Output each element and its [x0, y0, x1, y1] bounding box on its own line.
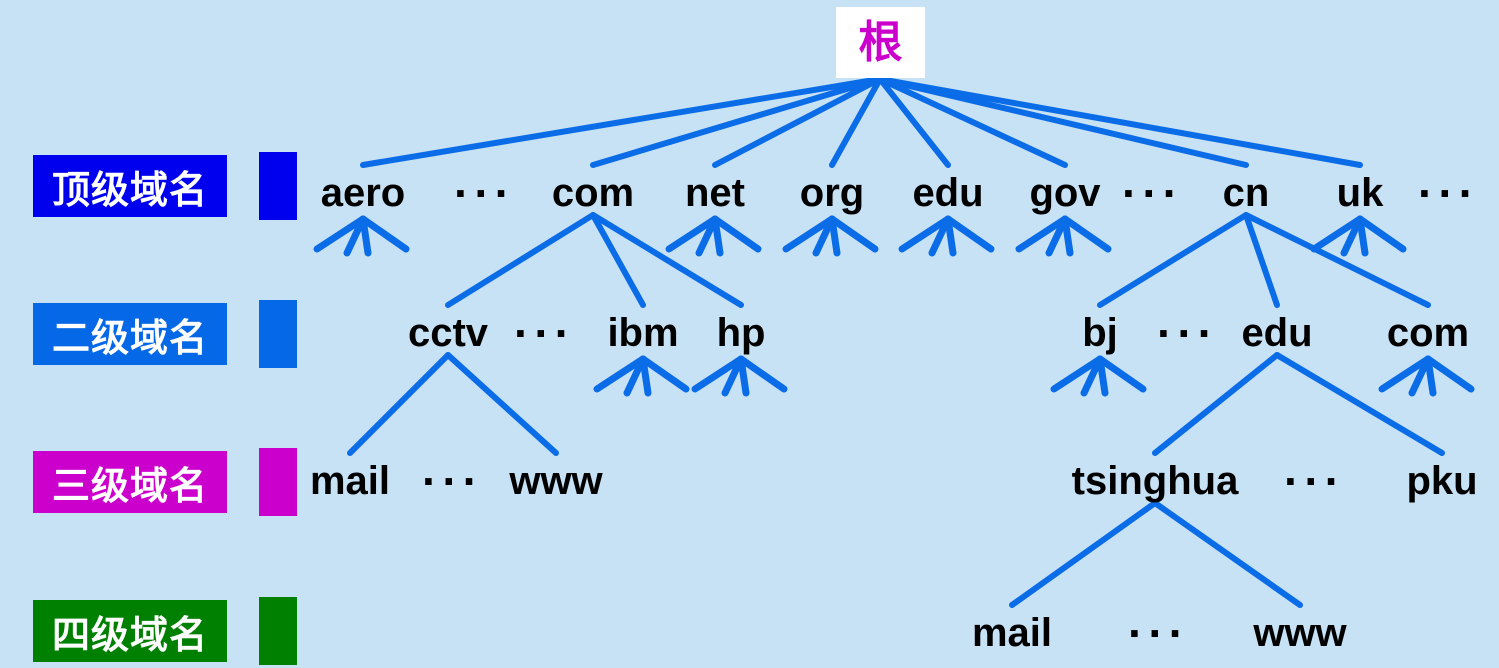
- edge-com-cctv: [445, 212, 596, 308]
- tree-node-cn-edu: edu: [1241, 311, 1313, 355]
- edge-cn-cn-com: [1243, 212, 1431, 308]
- subtree-fan-org: [782, 215, 836, 253]
- tree-node-tsinghua-www: www: [1253, 611, 1347, 655]
- tree-node-ibm: ibm: [607, 311, 679, 355]
- tree-node-ellipsis: ···: [514, 307, 575, 359]
- subtree-fan-uk: [1356, 215, 1369, 257]
- edge-cn-bj: [1097, 212, 1249, 308]
- edge-tsinghua-tsinghua-www: [1152, 500, 1303, 608]
- tree-node-net: net: [685, 171, 745, 215]
- legend-box-level2: 二级域名: [33, 303, 227, 365]
- subtree-fan-net: [711, 215, 724, 257]
- tree-node-cn: cn: [1222, 171, 1270, 215]
- edge-root-net: [712, 76, 883, 168]
- legend-box-level1: 顶级域名: [33, 155, 227, 217]
- tree-node-tsinghua-mail: mail: [971, 611, 1053, 655]
- edge-root-edu: [877, 76, 951, 168]
- subtree-fan-net: [665, 215, 719, 253]
- tree-node-ellipsis: ···: [1122, 167, 1183, 219]
- subtree-fan-gov: [1061, 215, 1112, 253]
- subtree-fan-bj: [1096, 355, 1109, 397]
- subtree-fan-gov: [1015, 215, 1069, 253]
- subtree-fan-cn-com: [1424, 355, 1475, 393]
- subtree-fan-ibm: [639, 355, 690, 393]
- root-node-label: 根: [858, 17, 903, 67]
- tree-node-bj: bj: [1082, 311, 1118, 355]
- edge-com-ibm: [590, 212, 646, 308]
- legend-swatch-level3: [259, 448, 297, 516]
- tree-node-ellipsis: ···: [1157, 307, 1218, 359]
- tree-node-cctv-www: www: [509, 459, 603, 503]
- subtree-fan-gov: [1061, 215, 1074, 257]
- subtree-fan-edu: [944, 215, 957, 257]
- subtree-fan-cn-com: [1378, 355, 1432, 393]
- tree-node-ellipsis: ···: [422, 455, 483, 507]
- edge-cn-edu-pku: [1274, 352, 1445, 456]
- subtree-fan-aero: [359, 215, 410, 253]
- edge-root-gov: [877, 76, 1068, 168]
- tree-node-cctv: cctv: [407, 311, 489, 355]
- tree-node-edu: edu: [912, 171, 984, 215]
- legend-swatch-level1: [259, 152, 297, 220]
- subtree-fan-bj: [1096, 355, 1147, 393]
- tree-node-org: org: [799, 171, 865, 215]
- edge-root-org: [829, 76, 883, 168]
- edge-com-hp: [590, 212, 744, 308]
- tree-node-ellipsis: ···: [1284, 455, 1345, 507]
- subtree-fan-ibm: [639, 355, 652, 397]
- subtree-fan-hp: [737, 355, 788, 393]
- tree-node-ellipsis: ···: [1418, 167, 1479, 219]
- tree-node-tsinghua: tsinghua: [1071, 459, 1239, 503]
- tree-node-ellipsis: ···: [454, 167, 515, 219]
- tree-node-aero: aero: [320, 171, 406, 215]
- subtree-fan-edu: [898, 215, 952, 253]
- legend-box-level3: 三级域名: [33, 451, 227, 513]
- tree-node-cn-com: com: [1386, 311, 1470, 355]
- subtree-fan-aero: [359, 215, 372, 257]
- subtree-fan-uk: [1356, 215, 1407, 253]
- legend-swatch-level2: [259, 300, 297, 368]
- root-node: 根: [836, 7, 925, 78]
- edge-root-uk: [877, 76, 1363, 168]
- subtree-fan-bj: [1050, 355, 1104, 393]
- subtree-fan-hp: [691, 355, 745, 393]
- subtree-fan-org: [828, 215, 879, 253]
- edge-root-aero: [360, 76, 883, 168]
- tree-node-gov: gov: [1029, 171, 1101, 215]
- subtree-fan-net: [711, 215, 762, 253]
- tree-node-uk: uk: [1336, 171, 1384, 215]
- edge-cn-edu-tsinghua: [1152, 352, 1280, 456]
- subtree-fan-cn-com: [1424, 355, 1437, 397]
- tree-node-ellipsis: ···: [1128, 607, 1189, 659]
- subtree-fan-aero: [313, 215, 367, 253]
- edge-cctv-cctv-mail: [347, 352, 451, 456]
- tree-node-cctv-mail: mail: [309, 459, 391, 503]
- edge-cctv-cctv-www: [445, 352, 559, 456]
- edge-root-cn: [877, 76, 1249, 168]
- subtree-fan-hp: [737, 355, 750, 397]
- subtree-fan-edu: [944, 215, 995, 253]
- legend-box-level4: 四级域名: [33, 600, 227, 662]
- subtree-fan-uk: [1310, 215, 1364, 253]
- legend-swatch-level4: [259, 597, 297, 665]
- edge-tsinghua-tsinghua-mail: [1009, 500, 1158, 608]
- edge-root-com: [590, 76, 883, 168]
- subtree-fan-org: [828, 215, 841, 257]
- tree-node-pku: pku: [1406, 459, 1478, 503]
- subtree-fan-ibm: [593, 355, 647, 393]
- tree-node-com: com: [551, 171, 635, 215]
- tree-node-hp: hp: [716, 311, 766, 355]
- edge-cn-cn-edu: [1243, 212, 1280, 308]
